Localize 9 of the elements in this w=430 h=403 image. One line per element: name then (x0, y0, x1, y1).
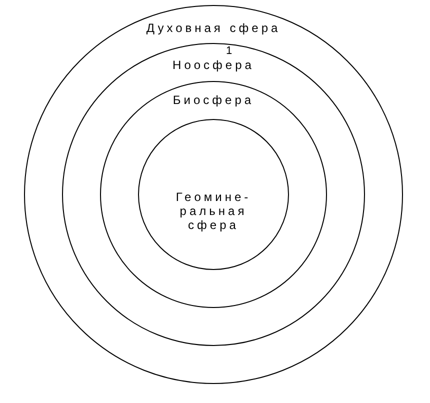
sphere-label: Духовная сфера (146, 21, 281, 35)
sphere-label: Геомине- ральная сфера (174, 190, 252, 232)
sphere-label: Ноосфера (172, 58, 254, 72)
middle-ring-circle (62, 43, 365, 346)
footnote-mark: 1 (226, 46, 232, 57)
inner-ring-circle (100, 81, 327, 308)
outer-ring-circle (24, 5, 403, 384)
core-circle (138, 119, 289, 270)
sphere-label: Биосфера (172, 93, 254, 107)
